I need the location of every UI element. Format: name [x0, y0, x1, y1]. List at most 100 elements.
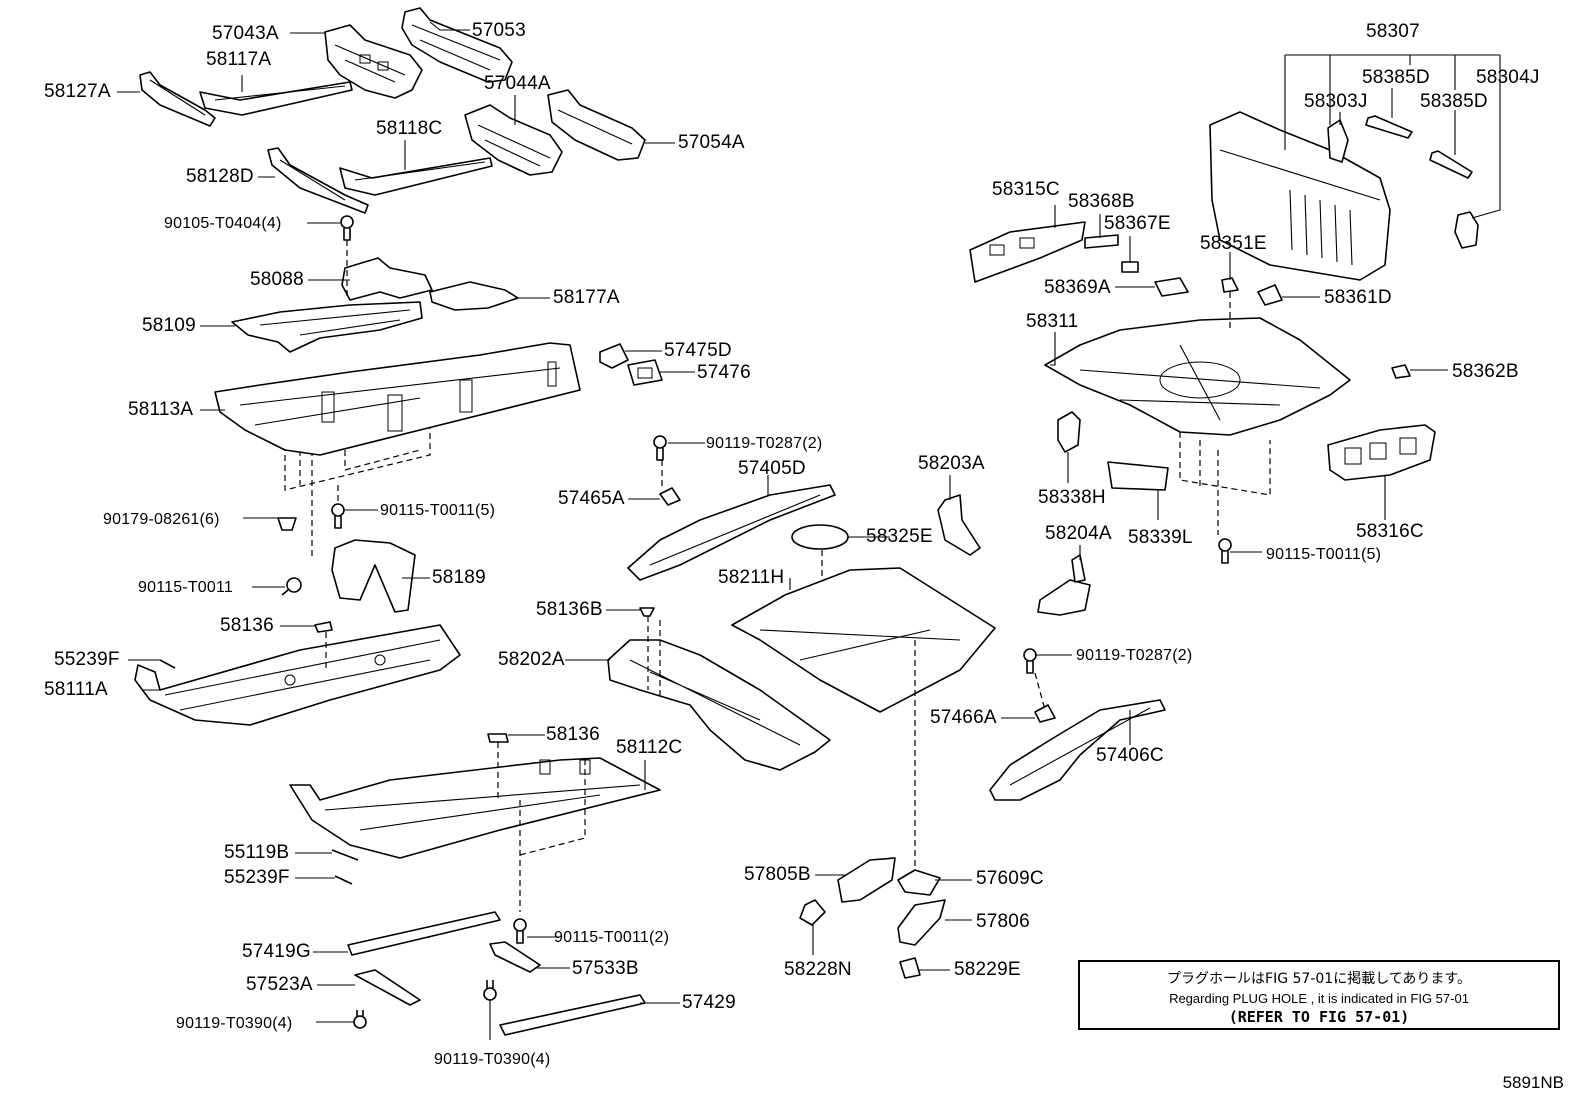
label-58203A: 58203A	[918, 453, 985, 474]
label-58385D-b: 58385D	[1420, 91, 1488, 112]
part-58211H-center-floor	[731, 567, 996, 713]
label-90105-T0404-4: 90105-T0404(4)	[164, 215, 282, 232]
note-japanese: プラグホールはFIG 57-01に掲載してあります。	[1167, 971, 1471, 987]
part-58385D-reinforcement-b	[1429, 150, 1473, 179]
label-90115-T0011-2: 90115-T0011(2)	[554, 929, 670, 946]
label-57533B: 57533B	[572, 958, 639, 979]
part-58361D-bracket	[1257, 284, 1283, 306]
part-58117A-reinforcement	[199, 81, 353, 116]
part-58112C-rear-floor	[289, 757, 661, 859]
label-57523A: 57523A	[246, 974, 313, 995]
part-58128D-reinforcement	[267, 147, 369, 214]
label-58136-a: 58136	[220, 615, 274, 636]
part-58203A-bracket	[937, 494, 981, 556]
label-58369A: 58369A	[1044, 277, 1111, 298]
label-58229E: 58229E	[954, 959, 1021, 980]
part-58367E-clip	[1121, 261, 1139, 273]
label-58368B: 58368B	[1068, 191, 1135, 212]
label-57476: 57476	[697, 362, 751, 383]
part-58136-clip-a	[314, 621, 333, 633]
part-57054A-reinforcement	[547, 89, 646, 161]
label-55239F-a: 55239F	[54, 649, 120, 670]
part-58136-clip-b	[487, 733, 509, 743]
part-58339L-panel	[1107, 461, 1169, 491]
label-58351E: 58351E	[1200, 233, 1267, 254]
label-57429: 57429	[682, 992, 736, 1013]
part-58385D-reinforcement-a	[1365, 115, 1413, 139]
label-90119-T0390-4-a: 90119-T0390(4)	[176, 1015, 293, 1032]
part-58189-bracket	[331, 539, 416, 613]
part-57406C-side-member	[989, 699, 1166, 801]
label-58118C: 58118C	[376, 118, 443, 139]
part-57466A-bracket	[1034, 704, 1056, 723]
part-55239F-clip-b	[334, 875, 353, 885]
label-57405D: 57405D	[738, 458, 806, 479]
leader-lines	[117, 21, 1501, 1040]
label-58204A: 58204A	[1045, 523, 1112, 544]
label-90179-08261-6: 90179-08261(6)	[103, 511, 220, 528]
part-58111A-floor-pan	[134, 624, 461, 726]
part-58118C-reinforcement	[339, 157, 493, 196]
label-58136-b: 58136	[546, 724, 600, 745]
part-58229E-clip	[899, 957, 921, 979]
part-58311-rear-floor-pan	[1044, 317, 1351, 436]
part-58369A-bracket	[1154, 277, 1189, 297]
part-55119B-clip	[331, 849, 359, 861]
label-58228N: 58228N	[784, 959, 852, 980]
label-57044A: 57044A	[484, 73, 551, 94]
part-58325E-cover	[791, 524, 849, 550]
label-57806: 57806	[976, 911, 1030, 932]
label-90119-T0287-2-b: 90119-T0287(2)	[1076, 647, 1193, 664]
label-58338H: 58338H	[1038, 487, 1106, 508]
part-57523A-rail	[354, 969, 421, 1006]
bolt-90105-T0404	[340, 215, 354, 241]
label-57419G: 57419G	[242, 941, 311, 962]
part-58204A-bracket	[1037, 554, 1091, 616]
label-57043A: 57043A	[212, 23, 279, 44]
part-58316C-panel	[1327, 424, 1436, 481]
bolt-90119-T0390-a	[353, 1010, 367, 1029]
part-57419G-rail	[347, 911, 501, 956]
label-58304J: 58304J	[1476, 67, 1540, 88]
bolt-90115-T0011	[281, 577, 302, 596]
label-58362B: 58362B	[1452, 361, 1519, 382]
label-58109: 58109	[142, 315, 196, 336]
label-55239F-b: 55239F	[224, 867, 290, 888]
label-58315C: 58315C	[992, 179, 1060, 200]
part-57043A-reinforcement	[324, 24, 423, 99]
label-57466A: 57466A	[930, 707, 997, 728]
label-90119-T0390-4-b: 90119-T0390(4)	[434, 1051, 551, 1068]
bolt-90119-T0287-b	[1023, 648, 1037, 674]
part-57609C-bracket	[897, 869, 941, 896]
part-58307-rear-panel	[1209, 111, 1391, 281]
part-58202A-tunnel	[607, 639, 831, 771]
clip-90179-08261	[277, 517, 297, 531]
part-57053-reinforcement	[401, 7, 513, 83]
label-57465A: 57465A	[558, 488, 625, 509]
label-58303J: 58303J	[1304, 91, 1368, 112]
part-57806-bracket	[897, 899, 946, 946]
label-58339L: 58339L	[1128, 527, 1193, 548]
part-55239F-clip-a	[159, 659, 176, 669]
note-english: Regarding PLUG HOLE , it is indicated in…	[1169, 991, 1469, 1006]
part-58136B-clip	[639, 607, 655, 617]
label-58177A: 58177A	[553, 287, 620, 308]
part-58177A-bracket	[429, 281, 519, 311]
label-58307: 58307	[1366, 21, 1420, 42]
label-57475D: 57475D	[664, 340, 732, 361]
bolt-90115-T0011-5b	[1218, 538, 1232, 564]
part-58315C-panel	[969, 221, 1086, 283]
part-58109-crossmember	[231, 301, 423, 353]
label-57054A: 57054A	[678, 132, 745, 153]
label-58111A: 58111A	[44, 679, 108, 700]
label-90115-T0011-5-b: 90115-T0011(5)	[1266, 546, 1382, 563]
label-58117A: 58117A	[206, 49, 272, 70]
part-58088-bracket	[341, 257, 433, 301]
part-58127A-reinforcement	[139, 71, 216, 127]
note-refer: (REFER TO FIG 57-01)	[1228, 1008, 1410, 1026]
bolt-90119-T0390-b	[483, 980, 497, 1001]
bolt-90115-T0011-5a	[331, 503, 345, 529]
part-57533B-bracket	[489, 941, 541, 973]
part-58304J-bracket	[1454, 211, 1479, 249]
